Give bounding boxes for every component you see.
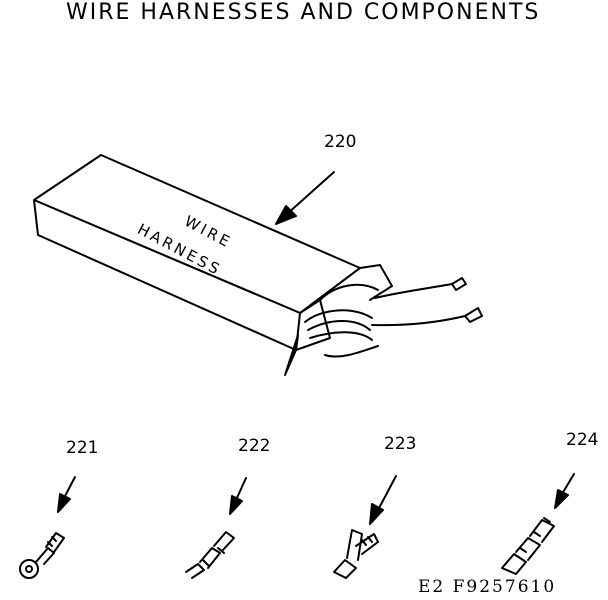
- callout-221: 221: [66, 438, 99, 458]
- page-title: WIRE HARNESSES AND COMPONENTS: [66, 0, 541, 25]
- ring-terminal-221: [19, 476, 76, 579]
- callout-224: 224: [566, 430, 599, 450]
- wire-harness-box: [33, 154, 483, 376]
- callout-223: 223: [384, 434, 417, 454]
- arrow-220: [286, 171, 335, 215]
- connector-terminal-224: [501, 473, 575, 575]
- callout-222: 222: [238, 436, 271, 456]
- callout-220: 220: [324, 132, 357, 152]
- drawing-code: E2 F9257610: [418, 577, 557, 597]
- spade-terminal-222: [185, 477, 247, 579]
- flag-terminal-223: [333, 475, 397, 579]
